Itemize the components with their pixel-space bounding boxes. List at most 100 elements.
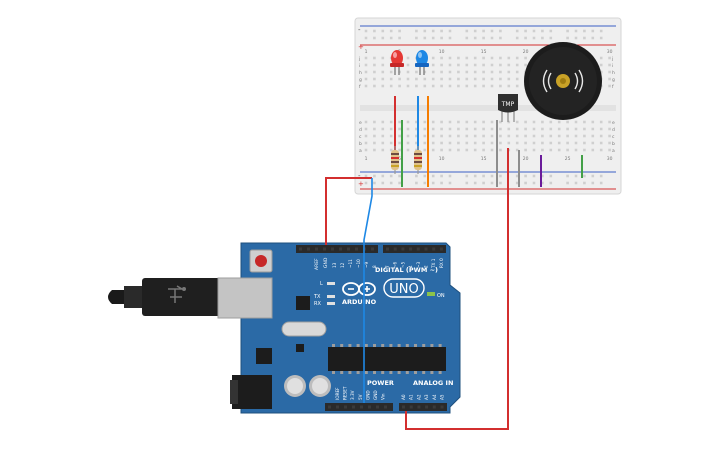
breadboard-hole[interactable] [373, 134, 376, 138]
breadboard-hole[interactable] [398, 134, 401, 138]
rail-hole[interactable] [440, 36, 443, 40]
rail-hole[interactable] [532, 181, 536, 185]
rail-hole[interactable] [448, 29, 452, 33]
rail-hole[interactable] [524, 174, 527, 178]
header-pin[interactable] [347, 247, 350, 251]
rail-hole[interactable] [591, 174, 595, 178]
rail-hole[interactable] [515, 36, 519, 40]
rail-hole[interactable] [490, 29, 494, 33]
breadboard-hole[interactable] [423, 141, 427, 145]
header-pin[interactable] [386, 247, 389, 251]
breadboard-hole[interactable] [574, 120, 578, 124]
header-pin[interactable] [352, 405, 355, 409]
header-pin[interactable] [432, 405, 436, 409]
breadboard-hole[interactable] [448, 56, 452, 60]
breadboard-hole[interactable] [431, 84, 435, 88]
breadboard-hole[interactable] [599, 63, 603, 67]
breadboard-hole[interactable] [499, 70, 502, 74]
breadboard-hole[interactable] [549, 141, 553, 145]
breadboard-hole[interactable] [431, 77, 435, 81]
breadboard-hole[interactable] [499, 63, 502, 67]
breadboard-hole[interactable] [431, 134, 435, 138]
rail-hole[interactable] [541, 29, 544, 33]
rail-hole[interactable] [499, 36, 502, 40]
breadboard-hole[interactable] [381, 141, 385, 145]
breadboard-hole[interactable] [490, 127, 494, 131]
breadboard-hole[interactable] [541, 148, 544, 152]
rail-hole[interactable] [381, 36, 385, 40]
breadboard-hole[interactable] [448, 127, 452, 131]
breadboard-hole[interactable] [583, 134, 586, 138]
breadboard-hole[interactable] [583, 120, 586, 124]
header-pin[interactable] [440, 405, 444, 409]
breadboard-hole[interactable] [398, 77, 401, 81]
breadboard-hole[interactable] [448, 70, 452, 74]
breadboard-hole[interactable] [406, 148, 410, 152]
header-pin[interactable] [328, 405, 331, 409]
analog-header[interactable] [399, 403, 447, 411]
breadboard-hole[interactable] [507, 77, 511, 81]
rail-hole[interactable] [524, 36, 527, 40]
rail-hole[interactable] [574, 174, 578, 178]
breadboard-hole[interactable] [599, 148, 603, 152]
header-pin[interactable] [360, 405, 363, 409]
rail-hole[interactable] [549, 29, 553, 33]
breadboard-hole[interactable] [406, 70, 410, 74]
breadboard-hole[interactable] [431, 127, 435, 131]
rail-hole[interactable] [515, 181, 519, 185]
wire-red-a0[interactable] [405, 148, 509, 430]
breadboard-hole[interactable] [398, 84, 401, 88]
breadboard-hole[interactable] [473, 56, 477, 60]
rail-hole[interactable] [566, 181, 569, 185]
rail-hole[interactable] [499, 29, 502, 33]
breadboard-hole[interactable] [591, 134, 595, 138]
breadboard-hole[interactable] [574, 148, 578, 152]
header-pin[interactable] [393, 247, 397, 251]
breadboard-hole[interactable] [448, 84, 452, 88]
breadboard-hole[interactable] [557, 134, 561, 138]
rail-hole[interactable] [381, 174, 385, 178]
breadboard-hole[interactable] [465, 84, 469, 88]
header-pin[interactable] [409, 405, 413, 409]
header-pin[interactable] [336, 405, 339, 409]
breadboard-hole[interactable] [549, 134, 553, 138]
breadboard-hole[interactable] [440, 127, 443, 131]
rail-hole[interactable] [473, 181, 477, 185]
rail-hole[interactable] [431, 29, 435, 33]
breadboard-hole[interactable] [465, 70, 469, 74]
header-pin[interactable] [339, 247, 342, 251]
breadboard-hole[interactable] [373, 127, 376, 131]
rail-hole[interactable] [566, 174, 569, 178]
breadboard-hole[interactable] [423, 77, 427, 81]
rail-hole[interactable] [398, 29, 401, 33]
breadboard-hole[interactable] [608, 70, 611, 74]
breadboard-hole[interactable] [389, 141, 393, 145]
digital-header-left[interactable] [296, 245, 378, 253]
rail-hole[interactable] [364, 181, 368, 185]
rail-hole[interactable] [465, 174, 469, 178]
breadboard-hole[interactable] [482, 141, 485, 145]
breadboard-hole[interactable] [473, 134, 477, 138]
breadboard-hole[interactable] [507, 141, 511, 145]
rail-hole[interactable] [381, 29, 385, 33]
breadboard-hole[interactable] [364, 63, 368, 67]
rail-hole[interactable] [398, 36, 401, 40]
breadboard-hole[interactable] [574, 127, 578, 131]
breadboard-hole[interactable] [566, 127, 569, 131]
breadboard-hole[interactable] [608, 127, 611, 131]
breadboard-hole[interactable] [490, 84, 494, 88]
rail-hole[interactable] [389, 29, 393, 33]
rail-hole[interactable] [389, 36, 393, 40]
led-blue[interactable] [415, 50, 429, 75]
rail-hole[interactable] [448, 181, 452, 185]
breadboard-hole[interactable] [415, 84, 418, 88]
breadboard-hole[interactable] [406, 84, 410, 88]
rail-hole[interactable] [583, 181, 586, 185]
breadboard-hole[interactable] [482, 127, 485, 131]
rail-hole[interactable] [549, 36, 553, 40]
breadboard-hole[interactable] [566, 120, 569, 124]
breadboard-hole[interactable] [507, 70, 511, 74]
breadboard-hole[interactable] [524, 127, 527, 131]
breadboard-hole[interactable] [608, 148, 611, 152]
breadboard-hole[interactable] [423, 134, 427, 138]
